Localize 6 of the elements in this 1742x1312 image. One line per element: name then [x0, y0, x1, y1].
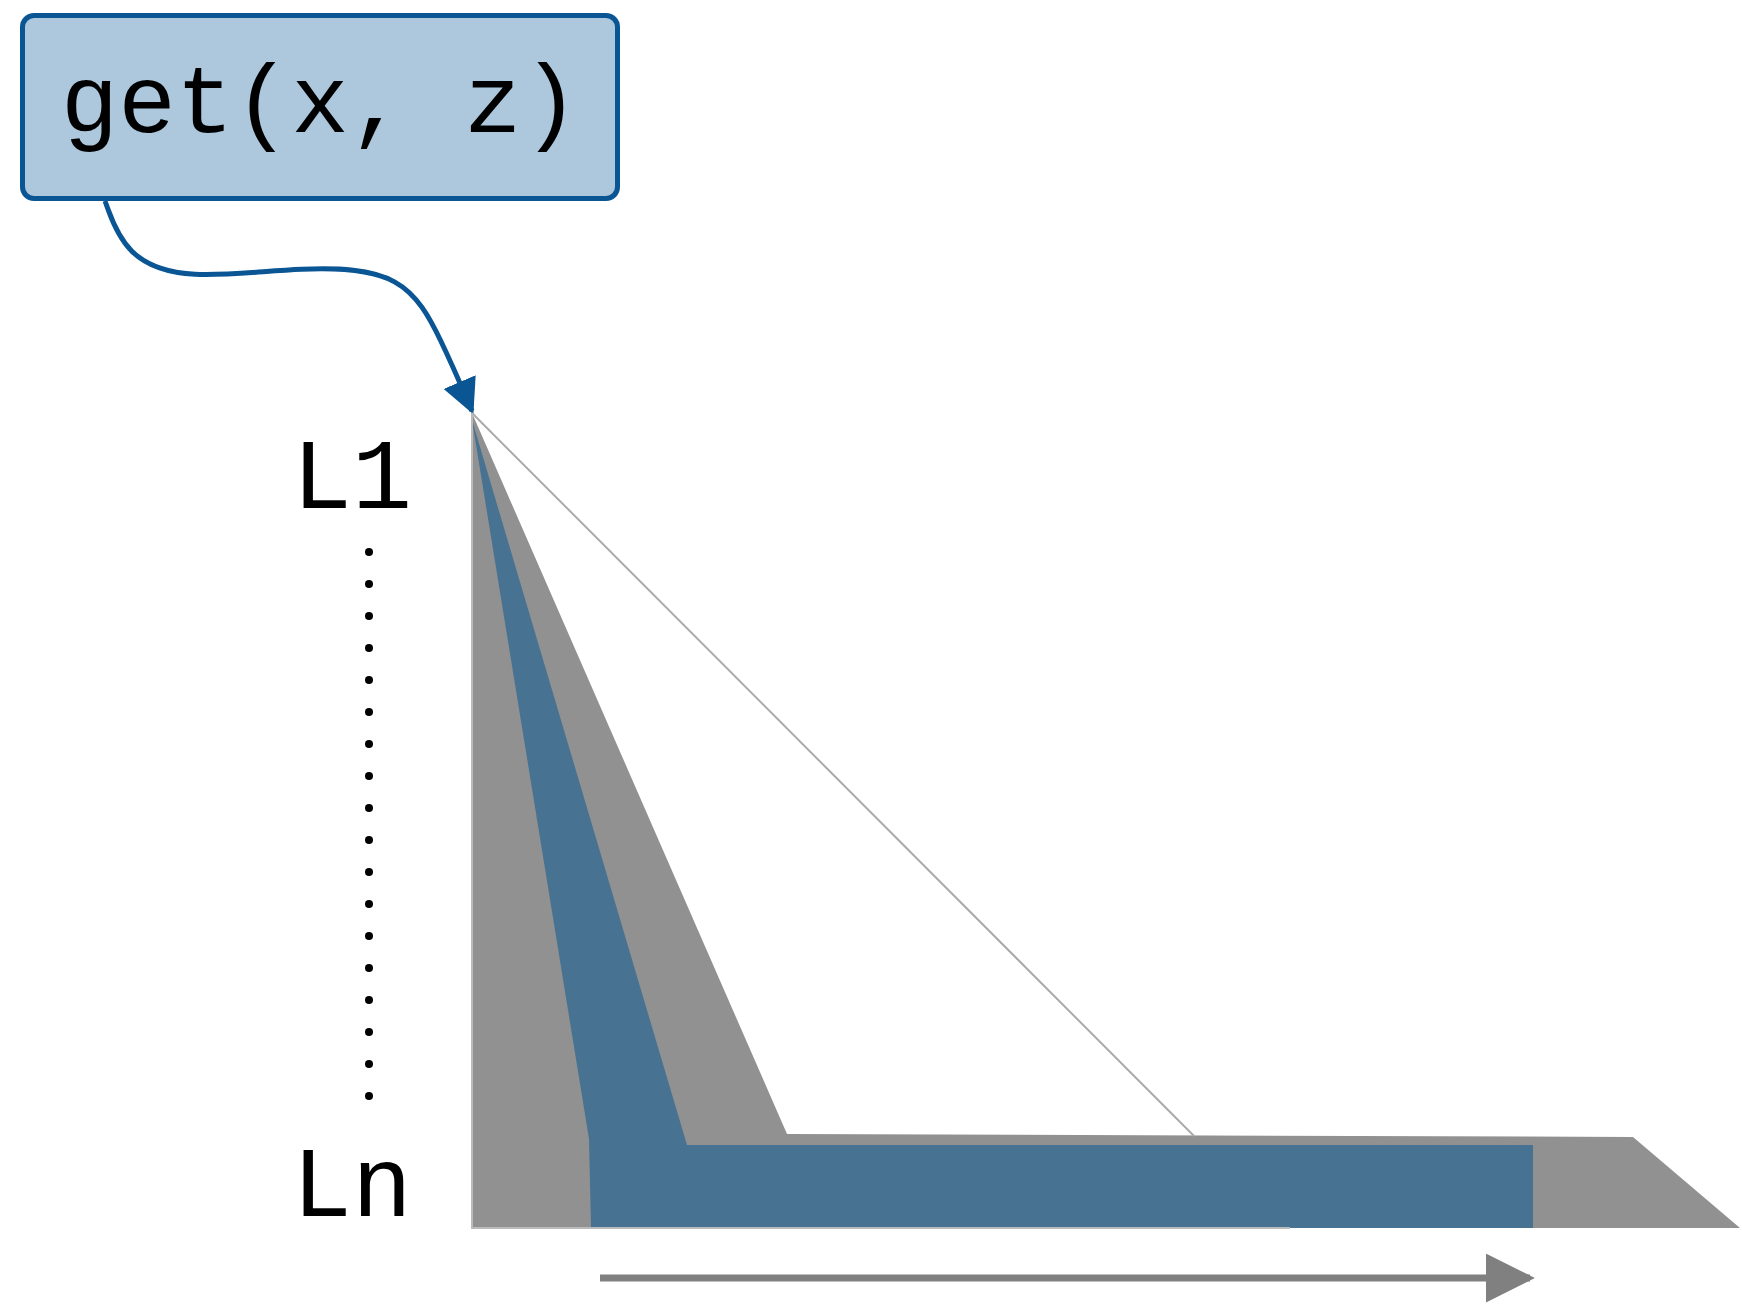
curved-arrow	[102, 200, 476, 415]
layer-label: L1	[292, 432, 413, 532]
function-box	[20, 13, 620, 201]
function-call: get(x, z)	[60, 59, 580, 155]
layer-chart-drawing	[472, 413, 1740, 1228]
layer-label: Ln	[292, 1140, 413, 1240]
